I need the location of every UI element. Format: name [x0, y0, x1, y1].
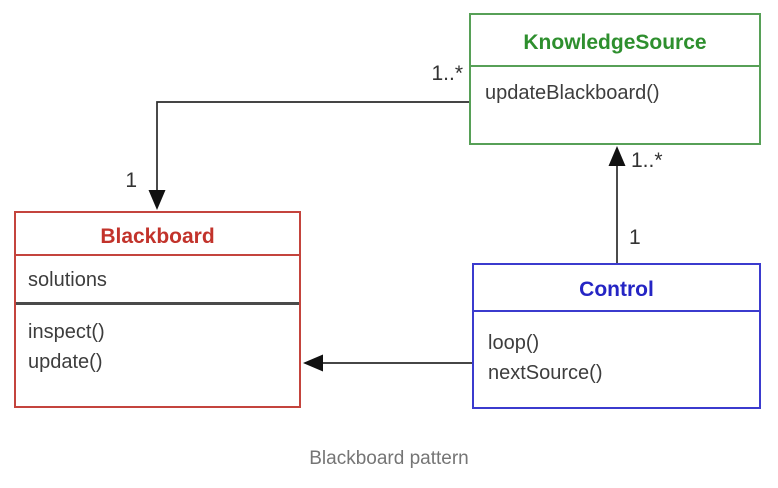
- method-item: loop(): [488, 332, 540, 354]
- arrow-knowledgesource-to-blackboard-line: [156, 101, 469, 193]
- attributes-compartment-blackboard: solutions: [16, 256, 299, 305]
- methods-compartment-control: loop() nextSource(): [474, 312, 759, 404]
- class-title-control: Control: [474, 265, 759, 312]
- class-box-knowledgesource: KnowledgeSource updateBlackboard(): [469, 13, 761, 145]
- arrowhead-up-icon: [608, 146, 626, 166]
- multiplicity-label-knowledgesource-end: 1..*: [431, 62, 463, 85]
- multiplicity-label-control-end: 1: [629, 226, 641, 249]
- methods-compartment-knowledgesource: updateBlackboard(): [471, 67, 759, 119]
- methods-compartment-blackboard: inspect() update(): [16, 305, 299, 389]
- class-box-blackboard: Blackboard solutions inspect() update(): [14, 211, 301, 408]
- class-title-blackboard: Blackboard: [16, 213, 299, 256]
- method-item: nextSource(): [488, 362, 603, 384]
- class-box-control: Control loop() nextSource(): [472, 263, 761, 409]
- arrowhead-down-icon: [148, 190, 166, 210]
- class-title-knowledgesource: KnowledgeSource: [471, 15, 759, 67]
- arrowhead-left-icon: [303, 354, 323, 372]
- attribute-item: solutions: [28, 269, 107, 291]
- method-item: inspect(): [28, 321, 105, 343]
- method-item: updateBlackboard(): [485, 82, 660, 104]
- multiplicity-label-knowledgesource-bottom-end: 1..*: [631, 149, 663, 172]
- method-item: update(): [28, 351, 103, 373]
- diagram-caption: Blackboard pattern: [309, 448, 469, 469]
- multiplicity-label-blackboard-end: 1: [125, 169, 137, 192]
